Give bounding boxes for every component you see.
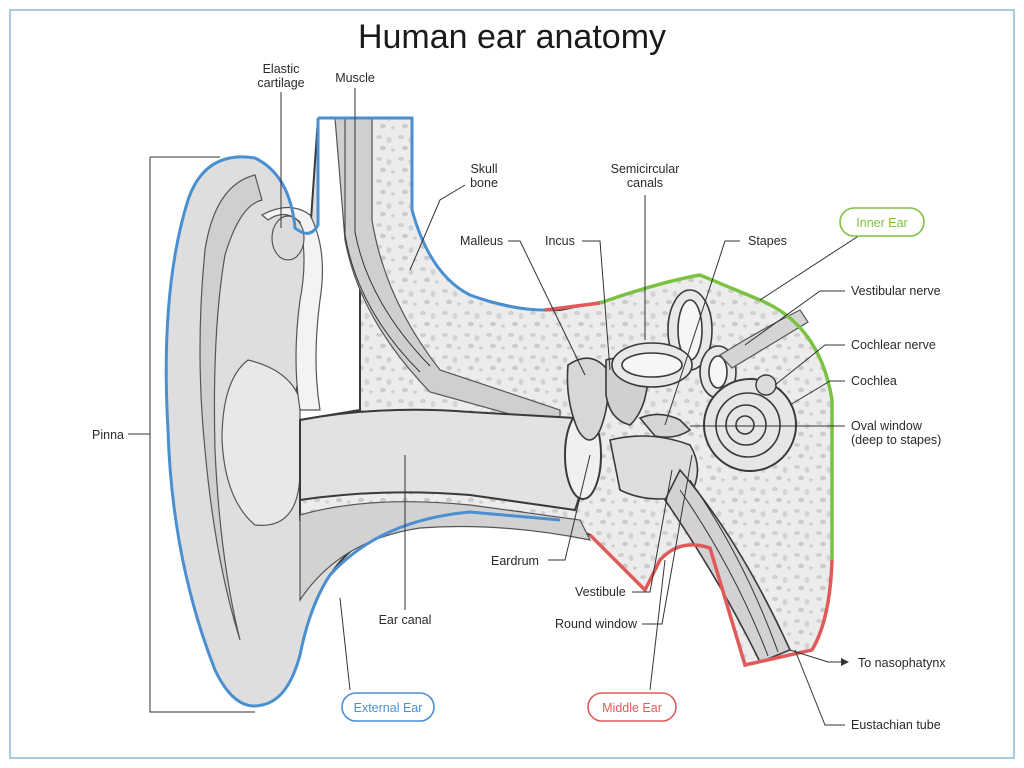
malleus-shape	[566, 357, 609, 441]
leader-lines	[128, 88, 881, 726]
label-oval-window-line2: (deep to stapes)	[851, 433, 941, 447]
label-semicircular-canals-line2: canals	[627, 176, 663, 190]
label-elastic-cartilage-line1: Elastic	[263, 62, 300, 76]
badge-inner-ear: Inner Ear	[839, 207, 925, 237]
label-stapes: Stapes	[748, 234, 787, 248]
external-ear-outline-top	[318, 116, 546, 312]
label-cochlea: Cochlea	[851, 374, 897, 388]
label-malleus: Malleus	[460, 234, 503, 248]
label-to-nasopharynx: To nasophatynx	[858, 656, 946, 670]
badge-external-ear-label: External Ear	[354, 701, 423, 715]
label-eustachian-tube: Eustachian tube	[851, 718, 941, 732]
label-round-window: Round window	[555, 617, 638, 631]
label-skull-bone-line2: bone	[470, 176, 498, 190]
badge-external-ear: External Ear	[341, 692, 435, 722]
label-oval-window-line1: Oval window	[851, 419, 923, 433]
label-cochlear-nerve: Cochlear nerve	[851, 338, 936, 352]
external-ear-outline	[164, 118, 561, 708]
labels: Elastic cartilage Muscle Skull bone Semi…	[92, 62, 946, 732]
canal-lower-muscle	[299, 501, 592, 602]
pinna-concha	[221, 359, 301, 526]
label-ear-canal: Ear canal	[379, 613, 432, 627]
badge-middle-ear: Middle Ear	[587, 692, 677, 722]
label-vestibular-nerve: Vestibular nerve	[851, 284, 941, 298]
label-muscle: Muscle	[335, 71, 375, 85]
badge-inner-ear-label: Inner Ear	[856, 216, 907, 230]
nerve-bundle	[719, 309, 809, 369]
badge-middle-ear-label: Middle Ear	[602, 701, 662, 715]
page-frame	[9, 9, 1015, 759]
middle-ear-outline	[544, 301, 834, 668]
pinna-helix-fold	[199, 174, 263, 641]
label-semicircular-canals-line1: Semicircular	[611, 162, 680, 176]
diagram-title: Human ear anatomy	[358, 18, 666, 56]
label-skull-bone-line1: Skull	[470, 162, 497, 176]
label-pinna: Pinna	[92, 428, 124, 442]
ear-illustration	[164, 116, 834, 708]
label-eardrum: Eardrum	[491, 554, 539, 568]
label-vestibule: Vestibule	[575, 585, 626, 599]
cochlea-shape	[703, 374, 797, 472]
cartilage-nodule	[271, 215, 305, 261]
label-elastic-cartilage-line2: cartilage	[257, 76, 304, 90]
semicircular-canals-shape	[611, 289, 737, 399]
label-incus: Incus	[545, 234, 575, 248]
